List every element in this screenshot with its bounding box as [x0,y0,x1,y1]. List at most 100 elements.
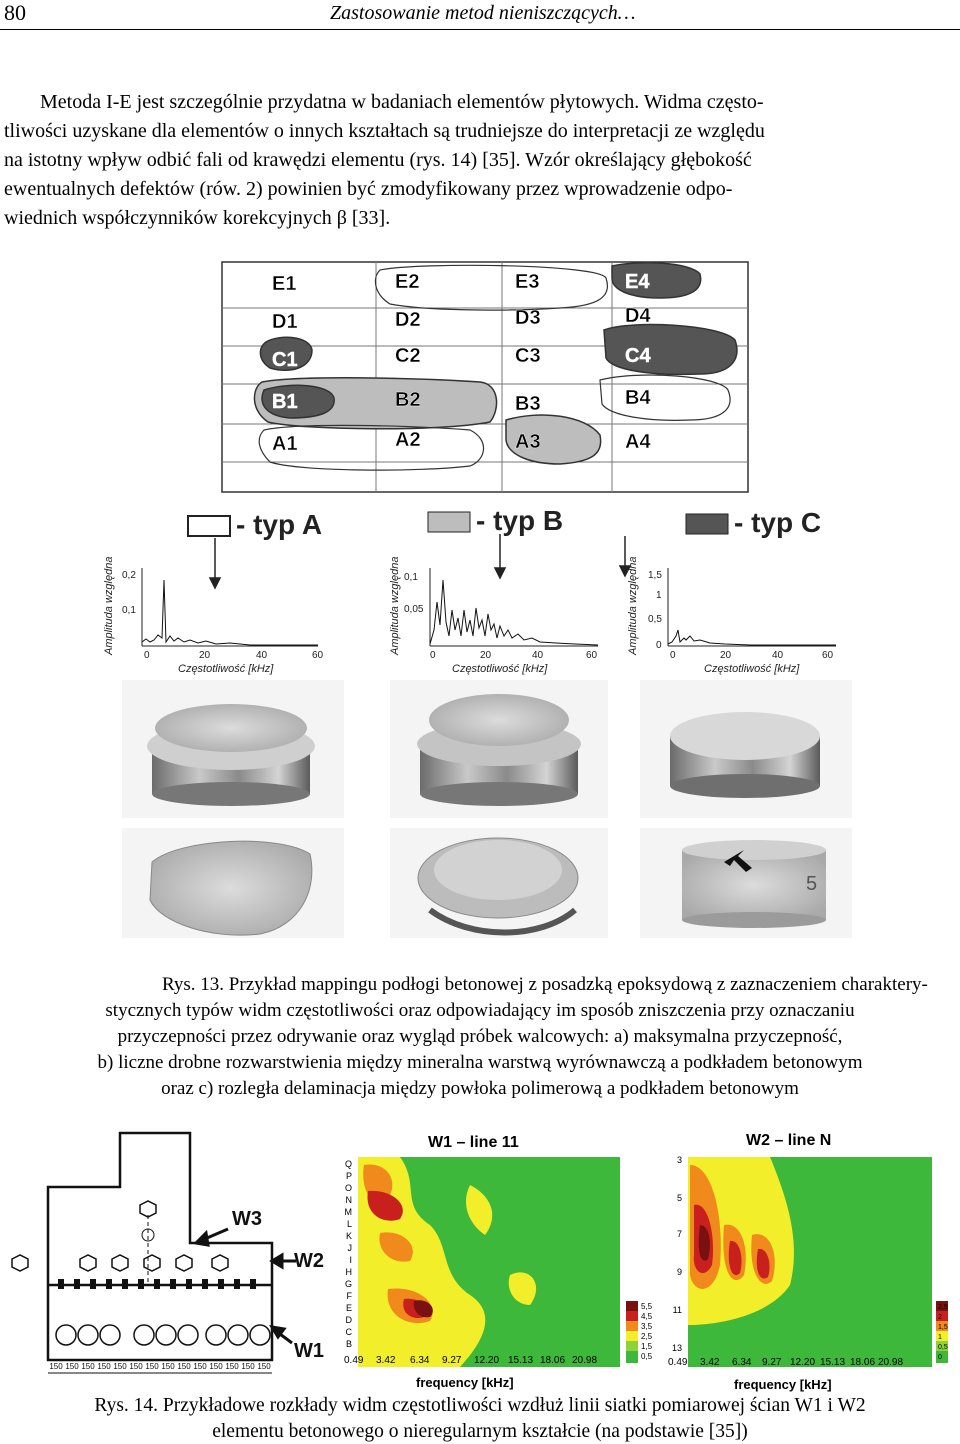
row-label: K [346,1231,352,1241]
paragraph-line: Metoda I-E jest szczególnie przydatna w … [40,91,764,113]
grid-cell-label: D3 [515,307,541,329]
paragraph-line: tliwości uzyskane dla elementów o innych… [4,120,765,142]
row-label: D [346,1315,353,1325]
scale-label: 0,5 [938,1344,948,1351]
spectrum-xtick: 0 [144,650,150,661]
grid-cell-label: C1 [272,349,298,371]
dim-label: 150 [257,1362,271,1371]
scale-label: 2,5 [938,1304,948,1311]
spectrum-line [429,579,599,646]
legend-label-type-c: - typ C [734,507,821,538]
spectrum-line [141,579,318,646]
dim-label: 150 [129,1362,143,1371]
grid-cell-label: B4 [625,387,651,409]
caption-line: elementu betonowego o nieregularnym kszt… [212,1421,748,1442]
spectrum-xtick: 60 [312,650,324,661]
spectrum-xtick: 0 [670,650,676,661]
row-label: H [346,1267,353,1277]
spectrum-xlabel: Częstotliwość [kHz] [178,663,274,675]
scale-label: 2 [938,1314,942,1321]
region-type-a-outline [258,424,485,471]
row-label: J [348,1243,353,1253]
spectrum-ytick: 0,2 [122,570,136,581]
dim-label: 150 [161,1362,175,1371]
color-scale-w1: 5,5 4,5 3,5 2,5 1,5 0,5 [626,1301,653,1363]
x-tick: 18.06 [850,1357,875,1368]
paragraph-line: na istotny wpływ odbić fali od krawędzi … [4,149,752,171]
map-title: W2 – line N [746,1132,831,1149]
dim-label: 150 [193,1362,207,1371]
spectrum-ytick: 0,05 [404,604,424,615]
row-label: 5 [677,1193,682,1203]
sample-photo-f: 5 [640,828,852,938]
x-tick: 15.13 [508,1355,533,1366]
x-tick: 18.06 [540,1355,565,1366]
row-label: 11 [673,1305,682,1315]
dim-label: 150 [177,1362,191,1371]
x-tick: 12.20 [790,1357,815,1368]
scale-label: 1 [938,1334,942,1341]
region-type-b [505,414,602,465]
wall-label-w3: W3 [232,1208,262,1230]
spectrum-xtick: 60 [586,650,598,661]
grid-cell-label: E3 [515,271,539,293]
grid-cell-label: E2 [395,271,419,293]
figure-13: E1 E2 E3 E4 D1 D2 D3 D4 C1 C2 C3 C4 B1 B… [103,261,852,938]
spectrum-ylabel: Amplituda względna [103,557,115,656]
x-tick: 12.20 [474,1355,499,1366]
spectrum-ylabel: Amplituda względna [627,557,639,656]
legend-swatch-type-b [427,511,471,533]
page-header: 80 Zastosowanie metod nieniszczących… [0,0,960,30]
x-tick: 0.49 [668,1357,688,1368]
spectrum-plot-b: Amplituda względna 0,1 0,05 0 20 40 60 C… [389,557,599,675]
dim-label: 150 [241,1362,255,1371]
map-xlabel: frequency [kHz] [416,1375,514,1390]
row-label: P [346,1171,352,1181]
row-label: O [345,1183,352,1193]
grid-cell-label: A1 [272,433,298,455]
dim-label: 150 [145,1362,159,1371]
sample-photo-e [390,828,608,938]
spectrum-xtick: 60 [822,650,834,661]
grid-cell-label: A4 [625,431,651,453]
grid-cell-label: D2 [395,309,421,331]
spectrum-xlabel: Częstotliwość [kHz] [704,663,800,675]
row-label: Q [345,1159,352,1169]
spectrum-xtick: 20 [199,650,211,661]
caption-line: stycznych typów widm częstotliwości oraz… [105,1000,855,1021]
spectrum-xtick: 40 [256,650,268,661]
spectrum-ylabel: Amplituda względna [389,557,401,656]
spectrum-ytick: 1,5 [648,570,662,581]
spectrum-ytick: 0,1 [122,605,136,616]
region-type-c [611,262,702,299]
region-type-c [259,336,313,371]
spectrum-xtick: 0 [430,650,436,661]
scale-label: 5,5 [641,1302,653,1311]
dim-label: 150 [209,1362,223,1371]
wall-label-w2: W2 [294,1250,324,1272]
dim-label: 150 [113,1362,127,1371]
caption-line: Rys. 14. Przykładowe rozkłady widm częst… [94,1395,866,1416]
sample-photo-a [122,680,344,818]
body-paragraph: Metoda I-E jest szczególnie przydatna w … [4,88,956,233]
caption-line: Rys. 13. Przykład mappingu podłogi beton… [162,974,928,995]
figure-14-caption: Rys. 14. Przykładowe rozkłady widm częst… [0,1393,960,1444]
grid-cell-label: C2 [395,345,421,367]
sample-photo-d [122,828,344,938]
grid-cell-label: B3 [515,393,541,415]
legend-swatch-type-c [685,513,729,535]
paragraph-line: wiednich współczynników korekcyjnych β [… [4,207,391,229]
dim-label: 150 [65,1362,79,1371]
spectrum-xtick: 20 [720,650,732,661]
row-label: E [346,1303,352,1313]
dim-label: 150 [97,1362,111,1371]
x-tick: 20.98 [572,1355,597,1366]
x-tick: 3.42 [376,1355,396,1366]
scale-label: 4,5 [641,1312,653,1321]
floor-mapping-grid: E1 E2 E3 E4 D1 D2 D3 D4 C1 C2 C3 C4 B1 B… [221,261,749,493]
row-label: B [346,1339,352,1349]
region-type-a-outline [374,264,608,311]
caption-line: b) liczne drobne rozwarstwienia między m… [97,1052,863,1073]
scale-label: 1,5 [641,1342,653,1351]
grid-cell-label: E1 [272,273,296,295]
